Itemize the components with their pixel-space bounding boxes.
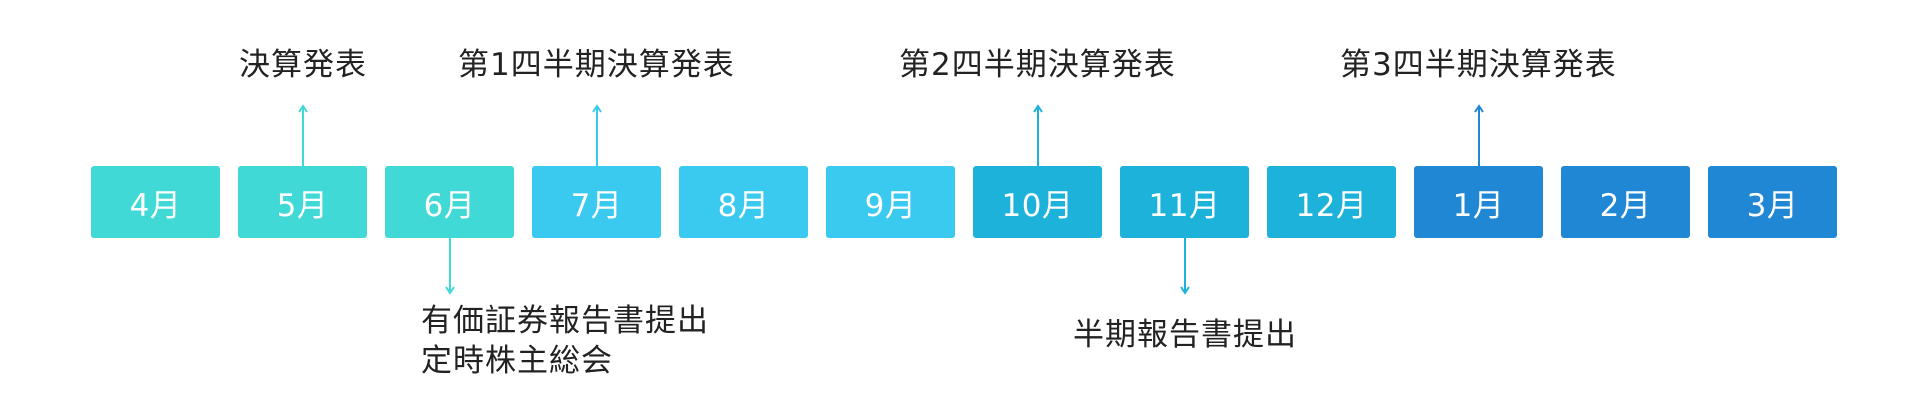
down-arrow-icon — [1178, 238, 1192, 295]
month-box-jul: 7月 — [532, 166, 661, 238]
event-label-line: 半期報告書提出 — [1073, 317, 1297, 353]
event-label-securities-report: 有価証券報告書提出 定時株主総会 — [421, 301, 709, 381]
month-box-may: 5月 — [238, 166, 367, 238]
up-arrow-icon — [296, 104, 310, 166]
down-arrow-icon — [443, 238, 457, 295]
month-box-mar: 3月 — [1708, 166, 1837, 238]
month-box-sep: 9月 — [826, 166, 955, 238]
event-label-line: 定時株主総会 — [421, 343, 613, 379]
month-box-nov: 11月 — [1120, 166, 1249, 238]
month-box-jun: 6月 — [385, 166, 514, 238]
up-arrow-icon — [1472, 104, 1486, 166]
event-label-annual-results: 決算発表 — [239, 47, 367, 83]
event-label-semiannual-report: 半期報告書提出 — [1073, 315, 1297, 355]
up-arrow-icon — [1031, 104, 1045, 166]
event-label-line: 有価証券報告書提出 — [421, 303, 709, 339]
month-box-aug: 8月 — [679, 166, 808, 238]
month-box-feb: 2月 — [1561, 166, 1690, 238]
month-box-jan: 1月 — [1414, 166, 1543, 238]
event-label-q1-results: 第1四半期決算発表 — [458, 47, 735, 83]
event-label-q2-results: 第2四半期決算発表 — [899, 47, 1176, 83]
up-arrow-icon — [590, 104, 604, 166]
month-box-apr: 4月 — [91, 166, 220, 238]
month-box-dec: 12月 — [1267, 166, 1396, 238]
month-box-oct: 10月 — [973, 166, 1102, 238]
event-label-q3-results: 第3四半期決算発表 — [1340, 47, 1617, 83]
